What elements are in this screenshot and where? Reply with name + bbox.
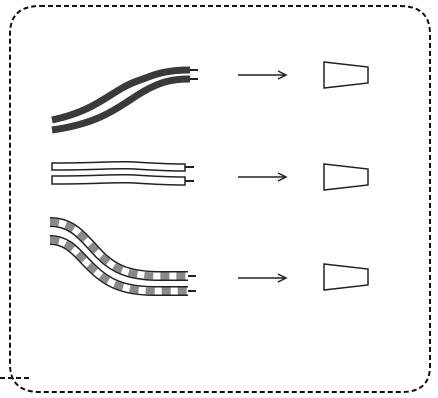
- dashed-frame: [9, 5, 431, 393]
- hollow-cable-pair: [51, 160, 194, 186]
- dark-cable-lower: [51, 75, 191, 134]
- dark-cable-upper: [51, 66, 191, 124]
- row-2: [51, 160, 369, 191]
- row-1: [51, 61, 369, 134]
- right-arrow-icon: [238, 172, 288, 182]
- hollow-cable-upper: [51, 160, 186, 172]
- striped-cable-upper-stripes: [49, 218, 188, 280]
- hollow-cable-lower: [51, 173, 186, 186]
- dark-cable-pair: [51, 66, 198, 134]
- connector-trapezoid-icon: [323, 61, 369, 89]
- right-arrow-icon: [238, 70, 288, 80]
- striped-cable-lower-stripes: [49, 236, 188, 295]
- striped-cable-pair: [49, 217, 196, 296]
- connector-trapezoid-icon: [323, 163, 369, 191]
- row-3: [49, 217, 369, 296]
- right-arrow-icon: [238, 273, 288, 283]
- connector-trapezoid-icon: [323, 263, 369, 291]
